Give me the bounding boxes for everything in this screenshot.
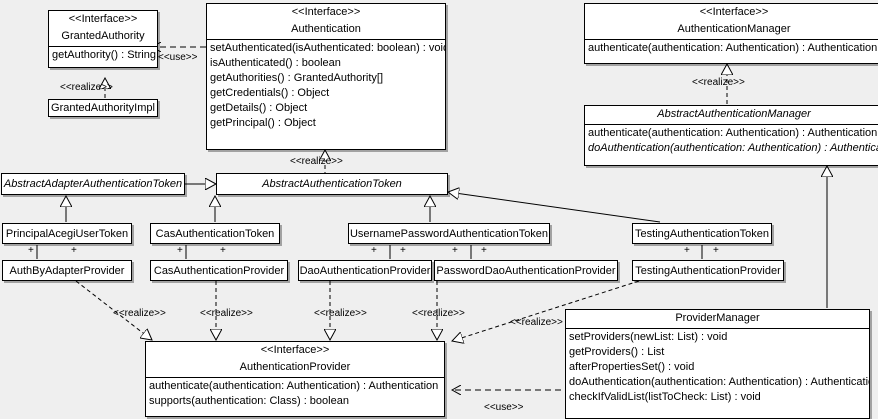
class-cas-authentication-token[interactable]: CasAuthenticationToken	[150, 223, 280, 244]
multiplicity-userpass-dao-right: +	[400, 245, 406, 256]
edge-label-realize-dao-authentication-provider: <<realize>>	[314, 308, 367, 319]
member-row: doAuthentication(authentication: Authent…	[569, 376, 870, 388]
multiplicity-cas-right: +	[220, 245, 226, 256]
member-row: getAuthority() : String	[52, 49, 156, 61]
members-authentication: setAuthenticated(isAuthenticated: boolea…	[207, 40, 445, 132]
class-header-authentication-manager: <<Interface>> AuthenticationManager	[585, 4, 878, 39]
members-abstract-authentication-manager: authenticate(authentication: Authenticat…	[585, 125, 878, 157]
class-principal-acegi-user-token[interactable]: PrincipalAcegiUserToken	[2, 223, 132, 244]
class-testing-authentication-token[interactable]: TestingAuthenticationToken	[632, 223, 772, 244]
member-row: authenticate(authentication: Authenticat…	[149, 380, 439, 392]
class-password-dao-authentication-provider[interactable]: PasswordDaoAuthenticationProvider	[434, 260, 618, 281]
compartment-divider	[585, 124, 878, 125]
multiplicity-cas-left: +	[177, 245, 183, 256]
member-row: getProviders() : List	[569, 346, 665, 358]
edge-label-realize-abstract-authentication-manager: <<realize>>	[692, 77, 745, 88]
edge-label-use-granted-authority: <<use>>	[158, 52, 198, 63]
members-authentication-provider: authenticate(authentication: Authenticat…	[146, 378, 444, 410]
class-name-label: AuthenticationManager	[677, 23, 791, 35]
class-auth-by-adapter-provider[interactable]: AuthByAdapterProvider	[2, 260, 132, 281]
edge-label-realize-abstract-authentication-token: <<realize>>	[290, 156, 343, 167]
class-dao-authentication-provider[interactable]: DaoAuthenticationProvider	[298, 260, 432, 281]
class-header-granted-authority: <<Interface>> GrantedAuthority	[49, 11, 157, 46]
class-name-label: AbstractAuthenticationToken	[262, 178, 402, 190]
compartment-divider	[566, 328, 869, 329]
compartment-divider	[146, 377, 444, 378]
compartment-divider	[207, 39, 445, 40]
member-row: authenticate(authentication: Authenticat…	[588, 42, 878, 54]
class-testing-authentication-provider[interactable]: TestingAuthenticationProvider	[632, 260, 784, 281]
class-name-label: ProviderManager	[675, 312, 760, 324]
multiplicity-userpass-dao-left: +	[371, 245, 377, 256]
class-header-authentication-provider: <<Interface>> AuthenticationProvider	[146, 342, 444, 377]
multiplicity-userpass-pwdao-right: +	[481, 245, 487, 256]
class-name-label: PasswordDaoAuthenticationProvider	[436, 265, 616, 277]
multiplicity-principal-left: +	[28, 245, 34, 256]
member-row: afterPropertiesSet() : void	[569, 361, 695, 373]
member-row: authenticate(authentication: Authenticat…	[588, 127, 878, 139]
edge-label-realize-auth-by-adapter-provider: <<realize>>	[113, 308, 166, 319]
class-username-password-authentication-token[interactable]: UsernamePasswordAuthenticationToken	[348, 223, 550, 244]
edge-label-realize-testing-authentication-provider: <<realize>>	[510, 317, 563, 328]
class-name-label: PrincipalAcegiUserToken	[5, 228, 129, 240]
edge-label-use-provider-manager: <<use>>	[484, 402, 524, 413]
stereotype-label: <<Interface>>	[260, 344, 330, 356]
class-name-label: AbstractAdapterAuthenticationToken	[3, 178, 183, 190]
class-name-label: DaoAuthenticationProvider	[299, 265, 431, 277]
class-name-label: AuthByAdapterProvider	[9, 265, 125, 277]
class-name-label: GrantedAuthorityImpl	[51, 102, 155, 114]
member-row: getPrincipal() : Object	[210, 117, 316, 129]
class-provider-manager[interactable]: ProviderManager setProviders(newList: Li…	[565, 309, 870, 419]
class-cas-authentication-provider[interactable]: CasAuthenticationProvider	[150, 260, 288, 281]
member-row: getCredentials() : Object	[210, 87, 330, 99]
multiplicity-userpass-pwdao-left: +	[452, 245, 458, 256]
class-name-label: UsernamePasswordAuthenticationToken	[349, 228, 549, 240]
class-name-label: CasAuthenticationProvider	[153, 265, 285, 277]
class-abstract-authentication-token[interactable]: AbstractAuthenticationToken	[216, 173, 448, 195]
class-authentication-provider[interactable]: <<Interface>> AuthenticationProvider aut…	[145, 341, 445, 417]
member-row: getAuthorities() : GrantedAuthority[]	[210, 72, 384, 84]
class-authentication[interactable]: <<Interface>> Authentication setAuthenti…	[206, 3, 446, 150]
compartment-divider	[585, 39, 878, 40]
class-header-authentication: <<Interface>> Authentication	[207, 4, 445, 39]
class-authentication-manager[interactable]: <<Interface>> AuthenticationManager auth…	[584, 3, 878, 64]
class-name-label: CasAuthenticationToken	[155, 228, 275, 240]
members-granted-authority: getAuthority() : String	[49, 47, 157, 64]
class-name-label: TestingAuthenticationProvider	[635, 265, 781, 277]
stereotype-label: <<Interface>>	[68, 13, 138, 25]
class-name-label: GrantedAuthority	[61, 30, 145, 42]
class-header-abstract-authentication-manager: AbstractAuthenticationManager	[585, 106, 878, 124]
stereotype-label: <<Interface>>	[699, 6, 769, 18]
class-header-provider-manager: ProviderManager	[566, 310, 869, 328]
member-row: getDetails() : Object	[210, 102, 308, 114]
multiplicity-testing-left: +	[684, 245, 690, 256]
class-name-label: AuthenticationProvider	[239, 361, 351, 373]
multiplicity-principal-right: +	[71, 245, 77, 256]
compartment-divider	[49, 46, 157, 47]
member-row: doAuthentication(authentication: Authent…	[588, 142, 878, 154]
member-row: supports(authentication: Class) : boolea…	[149, 395, 349, 407]
member-row: setAuthenticated(isAuthenticated: boolea…	[210, 42, 446, 54]
edge-label-realize-granted-authority-impl: <<realize>>	[60, 82, 113, 93]
class-abstract-adapter-authentication-token[interactable]: AbstractAdapterAuthenticationToken	[1, 173, 185, 195]
class-name-label: Authentication	[291, 23, 361, 35]
edge-label-realize-cas-authentication-provider: <<realize>>	[200, 308, 253, 319]
multiplicity-testing-right: +	[713, 245, 719, 256]
class-granted-authority-impl[interactable]: GrantedAuthorityImpl	[48, 99, 158, 117]
edge-label-realize-password-dao-authentication-provider: <<realize>>	[412, 308, 465, 319]
members-provider-manager: setProviders(newList: List) : void getPr…	[566, 329, 869, 406]
stereotype-label: <<Interface>>	[291, 6, 361, 18]
class-name-label: TestingAuthenticationToken	[635, 228, 769, 240]
class-abstract-authentication-manager[interactable]: AbstractAuthenticationManager authentica…	[584, 105, 878, 166]
members-authentication-manager: authenticate(authentication: Authenticat…	[585, 40, 878, 57]
class-name-label: AbstractAuthenticationManager	[657, 108, 811, 120]
member-row: isAuthenticated() : boolean	[210, 57, 341, 69]
member-row: checkIfValidList(listToCheck: List) : vo…	[569, 391, 761, 403]
member-row: setProviders(newList: List) : void	[569, 331, 728, 343]
class-granted-authority[interactable]: <<Interface>> GrantedAuthority getAuthor…	[48, 10, 158, 68]
edge-generalize-testing-authentication-token	[448, 192, 661, 223]
